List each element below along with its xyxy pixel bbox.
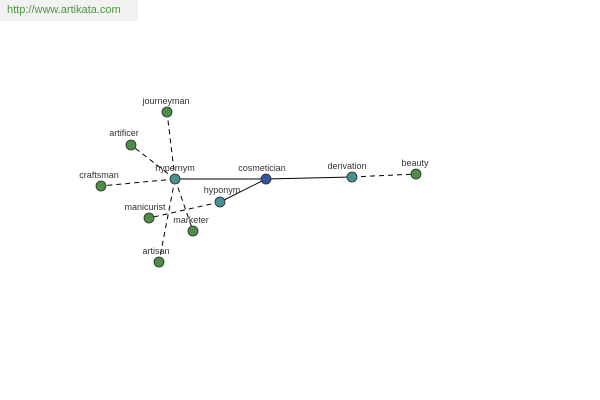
edge-hypernym-craftsman: [100, 178, 176, 187]
node-label-hyponym: hyponym: [204, 185, 241, 195]
node-circle-cosmetician[interactable]: [260, 173, 272, 185]
node-derivation[interactable]: derivation: [327, 161, 367, 183]
edge-hyponym-manicurist: [148, 201, 221, 219]
node-artificer[interactable]: artificer: [109, 128, 139, 151]
node-label-craftsman: craftsman: [79, 170, 119, 180]
node-label-artisan: artisan: [142, 246, 169, 256]
node-circle-beauty[interactable]: [410, 168, 422, 180]
node-label-journeyman: journeyman: [141, 96, 189, 106]
node-cosmetician[interactable]: cosmetician: [238, 163, 286, 185]
node-label-marketer: marketer: [173, 215, 209, 225]
node-circle-manicurist[interactable]: [143, 212, 155, 224]
node-circle-hypernym[interactable]: [169, 173, 181, 185]
node-circle-marketer[interactable]: [187, 225, 199, 237]
node-circle-hyponym[interactable]: [214, 196, 226, 208]
edge-hypernym-journeyman: [166, 111, 176, 180]
node-label-cosmetician: cosmetician: [238, 163, 286, 173]
node-circle-artificer[interactable]: [125, 139, 137, 151]
node-beauty[interactable]: beauty: [401, 158, 429, 180]
node-craftsman[interactable]: craftsman: [79, 170, 119, 192]
node-journeyman[interactable]: journeyman: [141, 96, 190, 118]
edge-cosmetician-derivation: [265, 176, 353, 180]
node-circle-artisan[interactable]: [153, 256, 165, 268]
edge-hypernym-marketer: [174, 178, 194, 232]
node-label-hypernym: hypernym: [155, 163, 195, 173]
node-circle-derivation[interactable]: [346, 171, 358, 183]
edges-layer: [100, 111, 417, 263]
node-hypernym[interactable]: hypernym: [155, 163, 195, 185]
node-label-manicurist: manicurist: [124, 202, 166, 212]
node-artisan[interactable]: artisan: [142, 246, 170, 268]
nodes-layer: cosmetician hypernym hyponym derivation jour…: [79, 96, 429, 268]
watermark-url: http://www.artikata.com: [0, 0, 138, 21]
node-circle-craftsman[interactable]: [95, 180, 107, 192]
node-marketer[interactable]: marketer: [173, 215, 209, 237]
node-label-artificer: artificer: [109, 128, 139, 138]
edge-cosmetician-hyponym: [219, 178, 267, 203]
node-manicurist[interactable]: manicurist: [124, 202, 166, 224]
node-hyponym[interactable]: hyponym: [204, 185, 241, 208]
edge-hypernym-artificer: [130, 144, 176, 180]
node-label-beauty: beauty: [401, 158, 429, 168]
node-label-derivation: derivation: [327, 161, 366, 171]
edge-derivation-beauty: [351, 173, 417, 178]
node-circle-journeyman[interactable]: [161, 106, 173, 118]
